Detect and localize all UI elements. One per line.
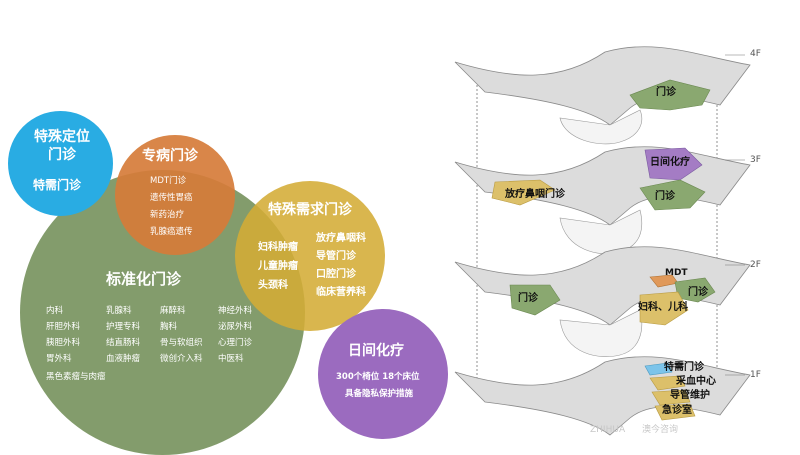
standard-item: 胰胆外科 [46,338,81,348]
specialty-item: MDT门诊 [150,176,187,186]
special-need-item: 妇科肿瘤 [258,242,298,253]
zone-label: 门诊 [518,293,538,304]
day-chemo-item: 具备隐私保护措施 [345,389,414,399]
zone-label: 导管维护 [670,390,710,401]
special-position-item: 特需门诊 [33,178,82,192]
standard-item: 泌尿外科 [218,322,253,332]
day-chemo-title: 日间化疗 [348,343,404,359]
zone-label: 门诊 [688,287,708,298]
zone-yellow [491,179,556,206]
zone-green [639,179,706,211]
special-need-item: 临床营养科 [316,287,366,298]
zone-label: 特需门诊 [664,362,704,373]
zone-blue [644,362,673,376]
standard-item: 胃外科 [46,354,72,364]
zone-yellow [651,389,691,406]
zone-yellow [649,375,686,391]
floor-stack [454,46,751,436]
specialty-item: 新药治疗 [150,210,185,220]
standard-item: 微创介入科 [160,354,203,364]
zone-label: 急诊室 [662,405,692,416]
watermark-left: ZHIHUA [590,425,626,435]
floor-1f [454,356,751,436]
floor-4f [454,46,751,145]
special-need-item: 口腔门诊 [316,269,356,280]
floor-3f [454,146,751,255]
day-chemo-item: 300个椅位 18个床位 [336,372,420,382]
special-need-item: 放疗鼻咽科 [316,233,366,244]
special-position-title: 特殊定位门诊 [34,129,90,163]
floor-2f [454,246,751,357]
watermark-right: 澳今咨询 [641,425,678,435]
floor-rotunda [559,109,643,145]
special-need-clinic-circle [235,181,385,331]
zone-label: MDT [665,268,688,278]
specialty-title: 专病门诊 [142,148,198,164]
zone-label: 采血中心 [676,376,716,387]
special-need-item: 儿童肿瘤 [258,261,298,272]
standard-item: 心理门诊 [218,338,253,348]
special-position-clinic-circle [8,111,113,216]
specialty-item: 遗传性胃癌 [150,193,193,203]
day-chemo-circle [318,309,448,439]
floor-tag: 3F [750,155,761,165]
standard-item: 神经外科 [218,306,253,316]
special-need-item: 导管门诊 [316,251,356,262]
floor-plate [454,46,751,126]
floor-plate [454,246,751,326]
standard-item: 内科 [46,306,64,316]
standard-item: 肝胆外科 [46,322,81,332]
floor-tag: 2F [750,260,761,270]
standard-title: 标准化门诊 [106,270,182,288]
floor-tag: 4F [750,49,761,59]
floor-tag: 1F [750,370,761,380]
standard-item: 胸科 [160,322,178,332]
standard-item: 结直肠科 [106,338,141,348]
specialty-clinic-circle [115,135,235,255]
zone-green [629,79,711,111]
special-need-item: 头颈科 [258,280,288,291]
zone-purple [644,147,703,181]
standard-item: 护理专科 [106,322,141,332]
standard-item: 麻醉科 [160,306,186,316]
standard-item: 血液肿瘤 [106,354,141,364]
zone-yellow [639,291,689,326]
zone-label: 妇科、儿科 [638,302,688,313]
standard-item: 骨与软组织 [160,338,203,348]
zone-yellow [654,403,696,421]
zone-label: 放疗鼻咽门诊 [505,189,565,200]
standard-item: 黑色素瘤与肉瘤 [46,372,106,382]
standard-item: 乳腺科 [106,306,132,316]
specialty-item: 乳腺癌遗传 [150,227,193,237]
zone-label: 日间化疗 [650,157,690,168]
watermark: ZHIHUA 澳今咨询 [590,425,678,436]
special-need-title: 特殊需求门诊 [268,202,352,218]
standard-item: 中医科 [218,354,244,364]
zone-label: 门诊 [656,87,676,98]
zone-label: 门诊 [655,191,675,202]
zone-green [509,284,561,316]
